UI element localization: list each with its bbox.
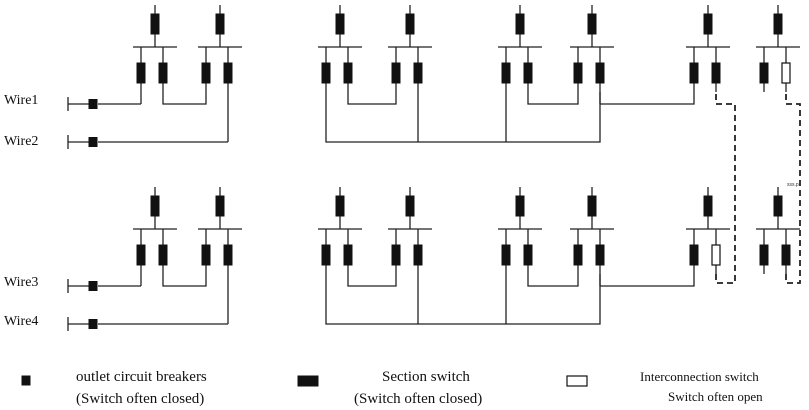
g1-sub3-left-section-switch	[391, 244, 401, 266]
g0-sub4-feeder-section-switch	[515, 13, 525, 35]
g1-sub1-left-section-switch	[201, 244, 211, 266]
g1-wireA-to-tie	[600, 274, 695, 287]
g1-sub0-right-section-switch	[158, 244, 168, 266]
g0-sub3-right-section-switch	[413, 62, 423, 84]
g0-sub4-left-section-switch	[501, 62, 511, 84]
legend: outlet circuit breakers (Switch often cl…	[21, 369, 763, 407]
g0-sub6-right-section-switch	[711, 62, 721, 84]
wire2-label: Wire2	[4, 134, 38, 149]
g0-sub1-feeder-section-switch	[215, 13, 225, 35]
g0-sub0-left-section-switch	[136, 62, 146, 84]
g0-sub3-feeder-section-switch	[405, 13, 415, 35]
g1-sub0-left-section-switch	[136, 244, 146, 266]
g0-sub4-right-section-switch	[523, 62, 533, 84]
tie-line-right	[785, 94, 801, 284]
g0-sub5-right-section-switch	[595, 62, 605, 84]
outlet-breaker-legend-icon	[21, 375, 31, 386]
g0-sub7-left-section-switch	[759, 62, 769, 84]
g1-sub1-right-section-switch	[223, 244, 233, 266]
legend-section-line1: Section switch	[382, 369, 470, 385]
g1-sub7-right-section-switch	[781, 244, 791, 266]
g0-sub6-left-section-switch	[689, 62, 699, 84]
wire3-outlet-breaker	[88, 281, 98, 291]
section-switch-legend-icon	[297, 375, 319, 387]
g1-wireB-link	[325, 274, 601, 325]
g0-sub2-left-section-switch	[321, 62, 331, 84]
g1-sub4-left-section-switch	[501, 244, 511, 266]
g0-wireA-link1	[347, 92, 397, 105]
legend-section-line2: (Switch often closed)	[354, 391, 482, 407]
wire3-label: Wire3	[4, 275, 38, 290]
interconnection-switch-legend-icon	[566, 375, 588, 387]
wire2-outlet-breaker	[88, 137, 98, 147]
g1-sub3-right-section-switch	[413, 244, 423, 266]
g1-sub2-right-section-switch	[343, 244, 353, 266]
g0-sub1-right-section-switch	[223, 62, 233, 84]
g1-sub3-feeder-section-switch	[405, 195, 415, 217]
g0-sub5-feeder-section-switch	[587, 13, 597, 35]
connector-note: sss.p	[787, 182, 799, 188]
legend-interconnection-line2: Switch often open	[668, 389, 763, 404]
g0-sub7-feeder-section-switch	[773, 13, 783, 35]
g0-sub0-right-section-switch	[158, 62, 168, 84]
g1-sub6-feeder-section-switch	[703, 195, 713, 217]
g1-sub5-left-section-switch	[573, 244, 583, 266]
legend-breaker-line1: outlet circuit breakers	[76, 369, 207, 385]
g0-wireA-to-tie	[600, 92, 695, 105]
g0-wireA-link0	[162, 92, 207, 105]
legend-breaker-line2: (Switch often closed)	[76, 391, 204, 407]
wire1-label: Wire1	[4, 93, 38, 108]
g0-sub7-interconnection-switch	[781, 62, 791, 84]
g1-sub7-feeder-section-switch	[773, 195, 783, 217]
g0-sub1-left-section-switch	[201, 62, 211, 84]
g1-wireA-link1	[347, 274, 397, 287]
g1-sub2-left-section-switch	[321, 244, 331, 266]
g1-sub5-right-section-switch	[595, 244, 605, 266]
network-lines	[67, 5, 801, 331]
wire4-outlet-breaker	[88, 319, 98, 329]
g1-sub7-left-section-switch	[759, 244, 769, 266]
g0-wireB-link	[325, 92, 601, 143]
g0-sub3-left-section-switch	[391, 62, 401, 84]
g0-sub2-right-section-switch	[343, 62, 353, 84]
g1-wireA-link2	[527, 274, 579, 287]
g1-sub5-feeder-section-switch	[587, 195, 597, 217]
g1-sub1-feeder-section-switch	[215, 195, 225, 217]
g0-sub6-feeder-section-switch	[703, 13, 713, 35]
g1-sub4-feeder-section-switch	[515, 195, 525, 217]
wire4-label: Wire4	[4, 314, 38, 329]
g1-sub6-interconnection-switch	[711, 244, 721, 266]
g0-wireA-link2	[527, 92, 579, 105]
g1-sub2-feeder-section-switch	[335, 195, 345, 217]
g1-sub0-feeder-section-switch	[150, 195, 160, 217]
g1-wireA-link0	[162, 274, 207, 287]
wire1-outlet-breaker	[88, 99, 98, 109]
legend-interconnection-line1: Interconnection switch	[640, 369, 759, 384]
g1-sub6-left-section-switch	[689, 244, 699, 266]
g0-sub2-feeder-section-switch	[335, 13, 345, 35]
g0-sub0-feeder-section-switch	[150, 13, 160, 35]
g0-sub5-left-section-switch	[573, 62, 583, 84]
g1-sub4-right-section-switch	[523, 244, 533, 266]
